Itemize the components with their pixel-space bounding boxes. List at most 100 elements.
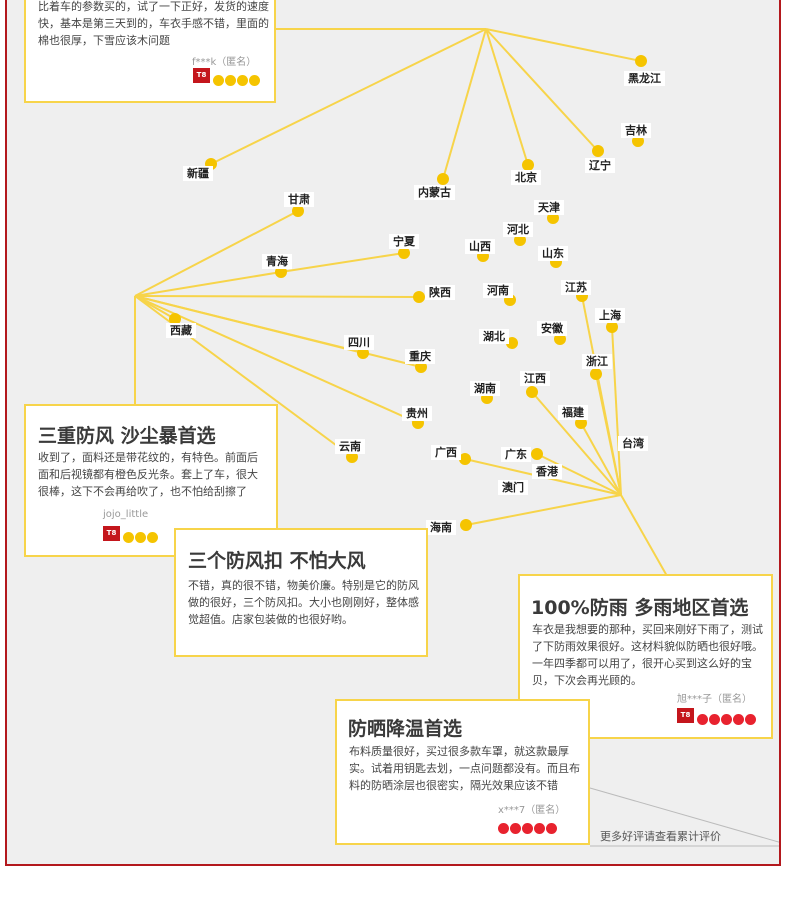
province-xizang: 西藏	[166, 323, 196, 338]
review-text: 比着车的参数买的，试了一下正好，发货的速度快，基本是第三天到的，车衣手感不错，里…	[38, 0, 269, 47]
connector-line	[134, 295, 419, 424]
province-jiangxi: 江西	[520, 371, 550, 386]
province-dot	[275, 266, 287, 278]
province-dot	[590, 368, 602, 380]
review-text: 不错，真的很不错，物美价廉。特别是它的防风做的很好，三个防风扣。大小也刚刚好，整…	[188, 579, 419, 626]
review-text: 布料质量很好，买过很多款车罩，就这款最厚实。试着用钥匙去划，一点问题都没有。而且…	[349, 745, 580, 792]
map-frame: 黑龙江 吉林 辽宁 北京 内蒙古 新疆 甘肃 宁夏 青海 山西 河北 天津 山东…	[5, 0, 781, 866]
connector-line	[536, 453, 622, 496]
province-shanxi: 山西	[465, 239, 495, 254]
review-card-rain: 100%防雨 多雨地区首选 车衣是我想要的那种，买回来刚好下雨了，测试了下防雨效…	[518, 574, 773, 739]
province-dot	[606, 321, 618, 333]
connector-line	[485, 28, 529, 166]
province-dot	[547, 212, 559, 224]
connector-line	[134, 295, 420, 298]
province-fujian: 福建	[558, 405, 588, 420]
province-dot	[526, 386, 538, 398]
connector-line	[442, 28, 487, 180]
province-heilongjiang: 黑龙江	[624, 71, 665, 86]
province-dot	[459, 453, 471, 465]
province-zhejiang: 浙江	[582, 354, 612, 369]
reviewer-name: x***7（匿名）	[498, 805, 566, 816]
province-dot	[632, 135, 644, 147]
province-dot	[398, 247, 410, 259]
province-hebei: 河北	[503, 222, 533, 237]
member-badge-icon: T8	[193, 68, 210, 83]
card-title: 三重防风 沙尘暴首选	[38, 425, 216, 447]
member-badge-icon: T8	[677, 708, 694, 723]
province-dot	[506, 337, 518, 349]
province-dot	[357, 347, 369, 359]
province-yunnan: 云南	[335, 439, 365, 454]
province-chongqing: 重庆	[405, 349, 435, 364]
province-dot	[514, 234, 526, 246]
connector-line	[134, 210, 299, 297]
province-gansu: 甘肃	[284, 192, 314, 207]
province-xianggang: 香港	[532, 464, 562, 479]
province-hainan: 海南	[426, 520, 456, 535]
connector-line	[485, 28, 642, 62]
province-dot	[169, 313, 181, 325]
province-dot	[635, 55, 647, 67]
province-neimenggu: 内蒙古	[414, 185, 455, 200]
province-dot	[437, 173, 449, 185]
province-dot	[522, 159, 534, 171]
rating-hearts-icon	[498, 819, 558, 834]
province-guizhou: 贵州	[402, 406, 432, 421]
more-reviews-link[interactable]: 更多好评请查看累计评价	[600, 830, 721, 843]
connector-line	[280, 252, 405, 273]
province-beijing: 北京	[511, 170, 541, 185]
connector-line	[465, 494, 622, 526]
province-dot	[592, 145, 604, 157]
connector-line	[485, 28, 599, 152]
review-text: 收到了，面料还是带花纹的，有特色。前面后面和后视镜都有橙色反光条。套上了车，很大…	[38, 451, 258, 498]
connector-line	[531, 391, 622, 496]
province-guangxi: 广西	[431, 445, 461, 460]
review-card-top: 比着车的参数买的，试了一下正好，发货的速度快，基本是第三天到的，车衣手感不错，里…	[24, 0, 276, 103]
province-hubei: 湖北	[479, 329, 509, 344]
rating-hearts-icon	[697, 710, 757, 725]
connector-line	[589, 787, 779, 843]
province-dot	[292, 205, 304, 217]
connector-line	[620, 494, 668, 577]
province-dot	[554, 333, 566, 345]
province-henan: 河南	[483, 283, 513, 298]
review-text: 车衣是我想要的那种，买回来刚好下雨了，测试了下防雨效果很好。这材料貌似防晒也很好…	[532, 623, 763, 687]
rating-coins-icon	[123, 528, 159, 543]
province-hunan: 湖南	[470, 381, 500, 396]
connector-lines	[134, 28, 779, 847]
province-dot	[413, 291, 425, 303]
province-tianjin: 天津	[534, 200, 564, 215]
connector-line	[611, 326, 622, 496]
member-badge-icon: T8	[103, 526, 120, 541]
card-title: 100%防雨 多雨地区首选	[531, 597, 749, 619]
review-card-wind: 三个防风扣 不怕大风 不错，真的很不错，物美价廉。特别是它的防风做的很好，三个防…	[174, 528, 428, 657]
province-dot	[575, 417, 587, 429]
province-guangdong: 广东	[501, 447, 531, 462]
province-sichuan: 四川	[344, 335, 374, 350]
province-shaanxi: 陕西	[425, 285, 455, 300]
province-ningxia: 宁夏	[389, 234, 419, 249]
province-shanghai: 上海	[595, 308, 625, 323]
review-card-sun: 防晒降温首选 布料质量很好，买过很多款车罩，就这款最厚实。试着用钥匙去划，一点问…	[335, 699, 590, 845]
province-taiwan: 台湾	[618, 436, 648, 451]
connector-line	[210, 28, 487, 165]
province-jilin: 吉林	[621, 123, 651, 138]
province-aomen: 澳门	[498, 480, 528, 495]
province-shandong: 山东	[538, 246, 568, 261]
province-jiangsu: 江苏	[561, 280, 591, 295]
connector-line	[595, 373, 622, 496]
connector-line	[580, 422, 622, 496]
reviewer-name: f***k（匿名）	[192, 57, 257, 68]
reviewer-name: jojo_little	[103, 509, 149, 520]
province-liaoning: 辽宁	[585, 158, 615, 173]
province-qinghai: 青海	[262, 254, 292, 269]
province-dot	[460, 519, 472, 531]
province-dot	[346, 451, 358, 463]
province-dot	[415, 361, 427, 373]
province-dot	[531, 448, 543, 460]
province-anhui: 安徽	[537, 321, 567, 336]
card-title: 防晒降温首选	[348, 718, 463, 740]
connector-line	[134, 271, 282, 297]
connector-line	[134, 295, 422, 368]
